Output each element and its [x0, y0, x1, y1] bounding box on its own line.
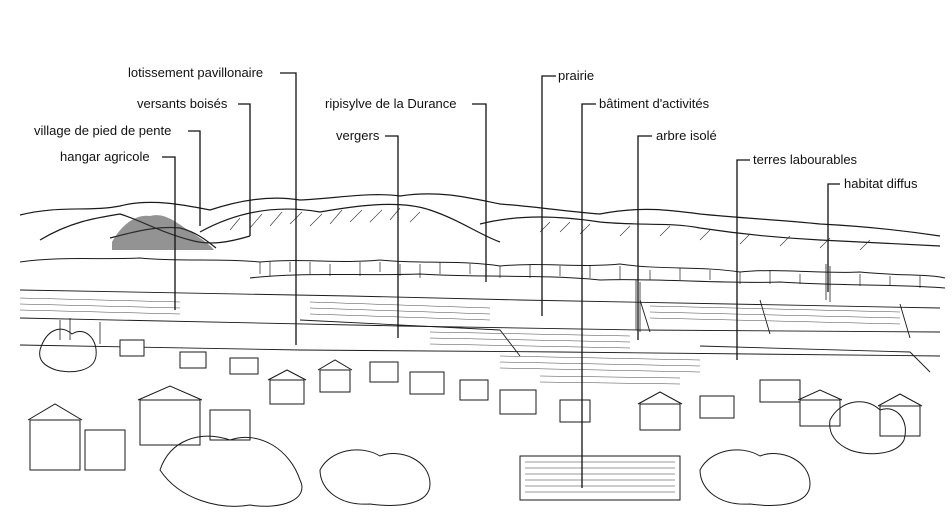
foreground-trees — [39, 328, 906, 507]
leader-lotissement — [280, 72, 297, 345]
leader-vergers — [385, 135, 399, 338]
label-terres-labourables: terres labourables — [752, 152, 859, 168]
leader-lines — [162, 72, 840, 488]
poplars — [59, 264, 831, 344]
leader-hangar — [162, 156, 176, 310]
label-vergers: vergers — [335, 128, 381, 144]
roofs — [27, 359, 923, 421]
label-arbre-isole: arbre isolé — [655, 128, 718, 144]
field-rows — [19, 297, 901, 385]
hangar-hatch — [525, 461, 675, 493]
leader-arbre — [637, 135, 652, 340]
houses — [29, 339, 921, 501]
leader-terres — [736, 159, 750, 360]
label-prairie: prairie — [557, 68, 596, 84]
label-batiment-d-activites: bâtiment d'activités — [598, 96, 711, 112]
leader-batiment — [581, 103, 596, 488]
label-habitat-diffus: habitat diffus — [843, 176, 919, 192]
leader-versants — [238, 103, 251, 236]
leader-ripisylve — [472, 103, 487, 282]
label-hangar-agricole: hangar agricole — [59, 149, 151, 165]
slope-hatching — [229, 207, 871, 251]
label-village-de-pied-de-pente: village de pied de pente — [33, 123, 173, 139]
label-versants-boises: versants boisés — [136, 96, 229, 112]
label-lotissement-pavillonaire: lotissement pavillonaire — [127, 65, 265, 81]
tree-ticks — [259, 262, 921, 288]
forest-patch — [112, 215, 214, 250]
tree-line — [19, 257, 946, 289]
leader-habitat — [827, 183, 840, 292]
label-ripisylve-de-la-durance: ripisylve de la Durance — [324, 96, 458, 112]
fields — [19, 289, 941, 373]
leader-prairie — [541, 75, 556, 316]
leader-village — [188, 130, 201, 226]
